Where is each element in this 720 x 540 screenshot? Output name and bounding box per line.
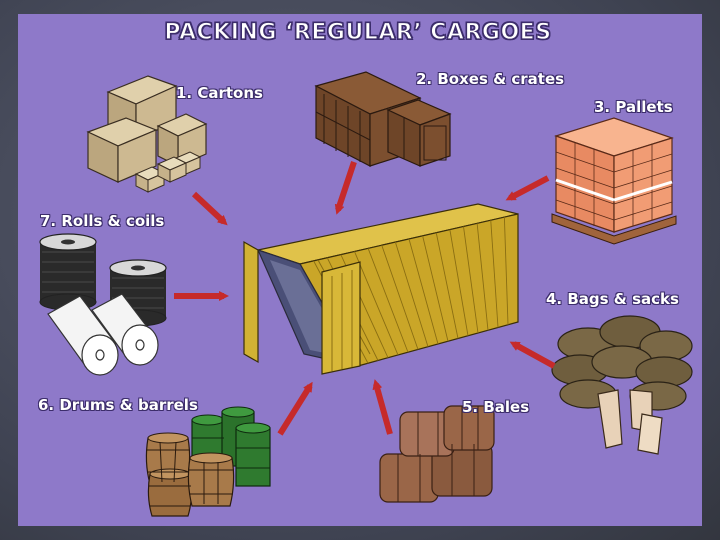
- arrow-bales: [372, 379, 393, 435]
- arrow-bags: [509, 341, 556, 369]
- illustration-panel: PACKING ‘REGULAR’ CARGOES: [18, 14, 702, 526]
- container-rib: [422, 235, 449, 342]
- arrow-drums: [277, 381, 313, 436]
- container-rib: [435, 232, 459, 339]
- label-bags-sacks: 4. Bags & sacks: [546, 290, 679, 308]
- label-pallets: 3. Pallets: [594, 98, 673, 116]
- arrow-cartons: [191, 191, 228, 226]
- container-rib: [449, 229, 469, 336]
- diagram-title: PACKING ‘REGULAR’ CARGOES: [164, 19, 552, 45]
- container-rib: [503, 217, 509, 325]
- container-rib: [367, 248, 409, 353]
- container-rib: [408, 238, 439, 345]
- container-rib: [490, 220, 499, 328]
- shipping-container: [243, 203, 519, 375]
- sacks-illustration: [551, 315, 693, 455]
- arrow-crates: [334, 161, 357, 215]
- container-rib: [381, 245, 419, 350]
- label-bales: 5. Bales: [462, 398, 530, 416]
- arrow-pallets: [505, 175, 550, 201]
- container-rib: [354, 251, 399, 356]
- cartons-illustration: [86, 75, 208, 193]
- label-drums-barrels: 6. Drums & barrels: [38, 396, 198, 414]
- arrows: [174, 161, 556, 436]
- bales-illustration: [379, 405, 495, 503]
- cargo-illustration: [39, 71, 693, 517]
- container-rib: [476, 223, 489, 331]
- drums-illustration: [145, 406, 271, 517]
- label-cartons: 1. Cartons: [176, 84, 263, 102]
- pallets-illustration: [551, 117, 677, 245]
- container-rib: [394, 241, 429, 347]
- rolls-illustration: [39, 233, 167, 376]
- label-rolls-coils: 7. Rolls & coils: [40, 212, 165, 230]
- label-boxes-crates: 2. Boxes & crates: [416, 70, 565, 88]
- container-rib: [463, 226, 479, 334]
- crates-illustration: [314, 71, 452, 167]
